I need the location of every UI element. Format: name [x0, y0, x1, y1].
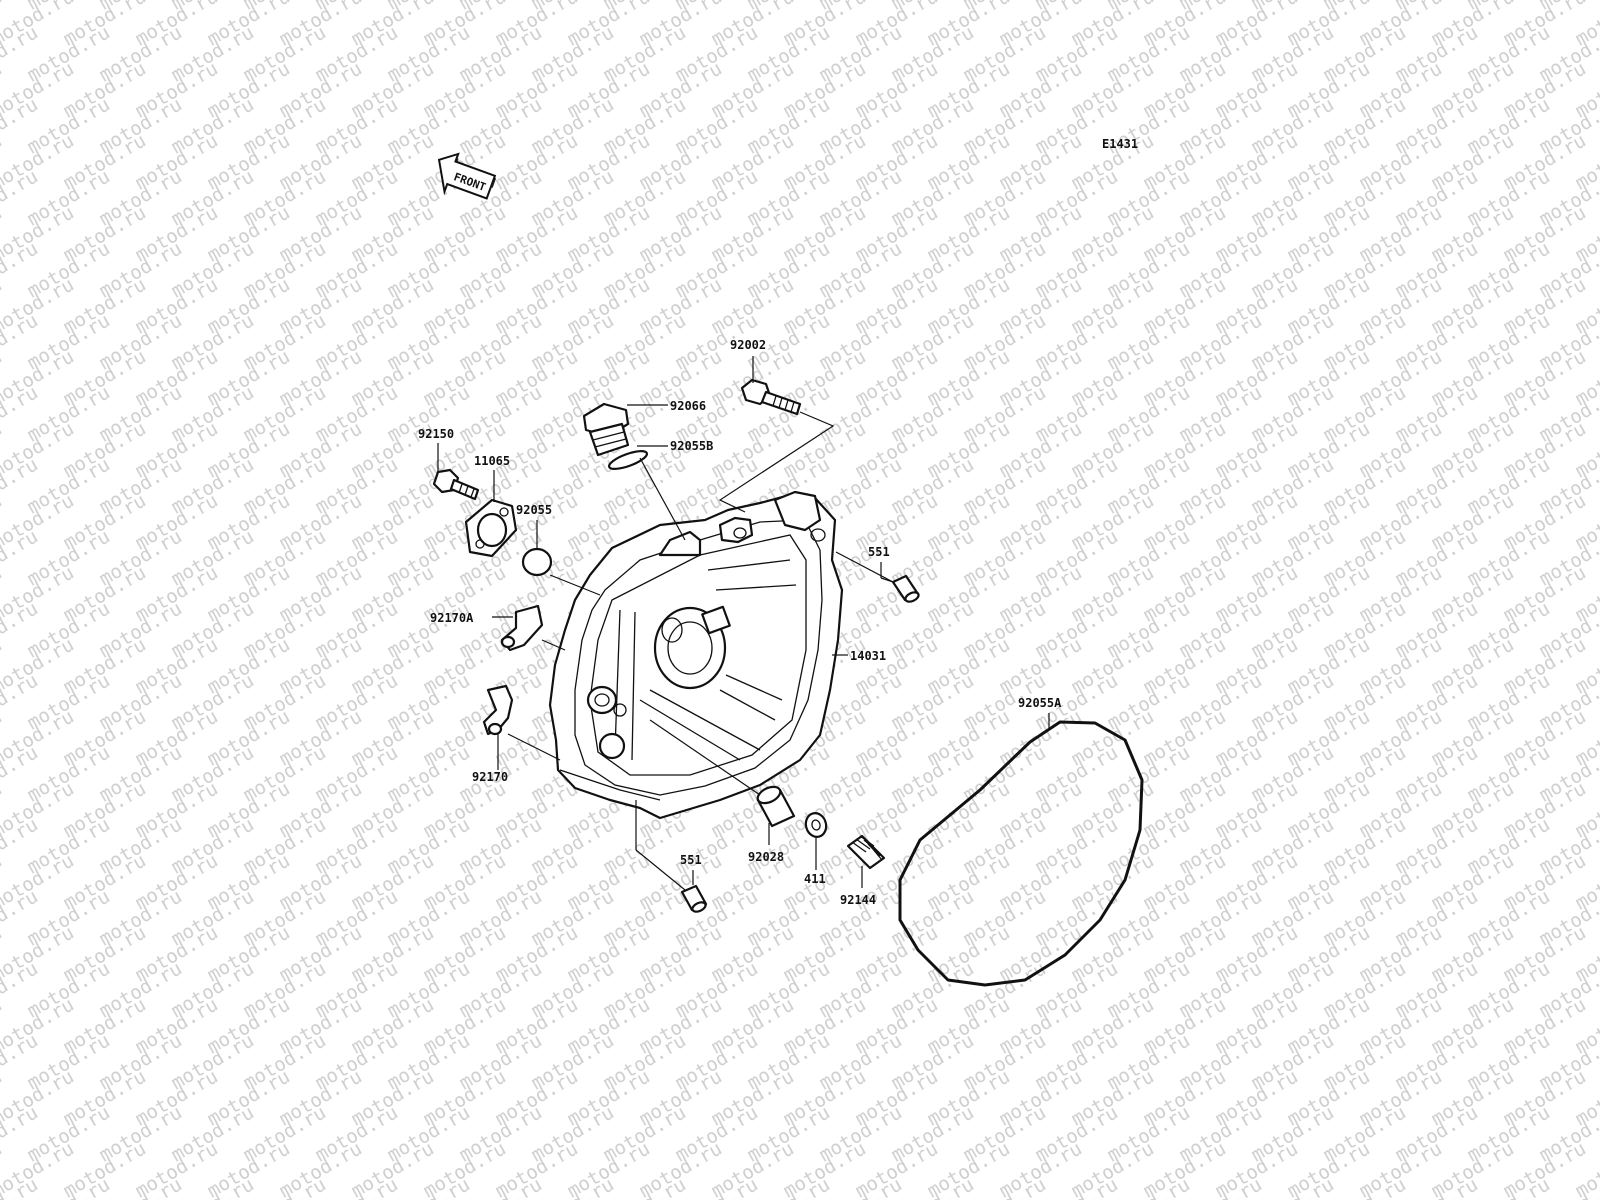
label-92144: 92144 — [840, 893, 876, 907]
o-ring-92055 — [521, 547, 553, 577]
label-92028: 92028 — [748, 850, 784, 864]
label-92055: 92055 — [516, 503, 552, 517]
label-92055B: 92055B — [670, 439, 713, 453]
label-14031: 14031 — [850, 649, 886, 663]
label-551-bottom: 551 — [680, 853, 702, 867]
label-92170: 92170 — [472, 770, 508, 784]
label-551-top: 551 — [868, 545, 890, 559]
label-11065: 11065 — [474, 454, 510, 468]
label-411: 411 — [804, 872, 826, 886]
label-92055A: 92055A — [1018, 696, 1062, 710]
label-92066: 92066 — [670, 399, 706, 413]
label-92150: 92150 — [418, 427, 454, 441]
diagram-code: E1431 — [1102, 137, 1138, 151]
label-92170A: 92170A — [430, 611, 474, 625]
label-92002: 92002 — [730, 338, 766, 352]
